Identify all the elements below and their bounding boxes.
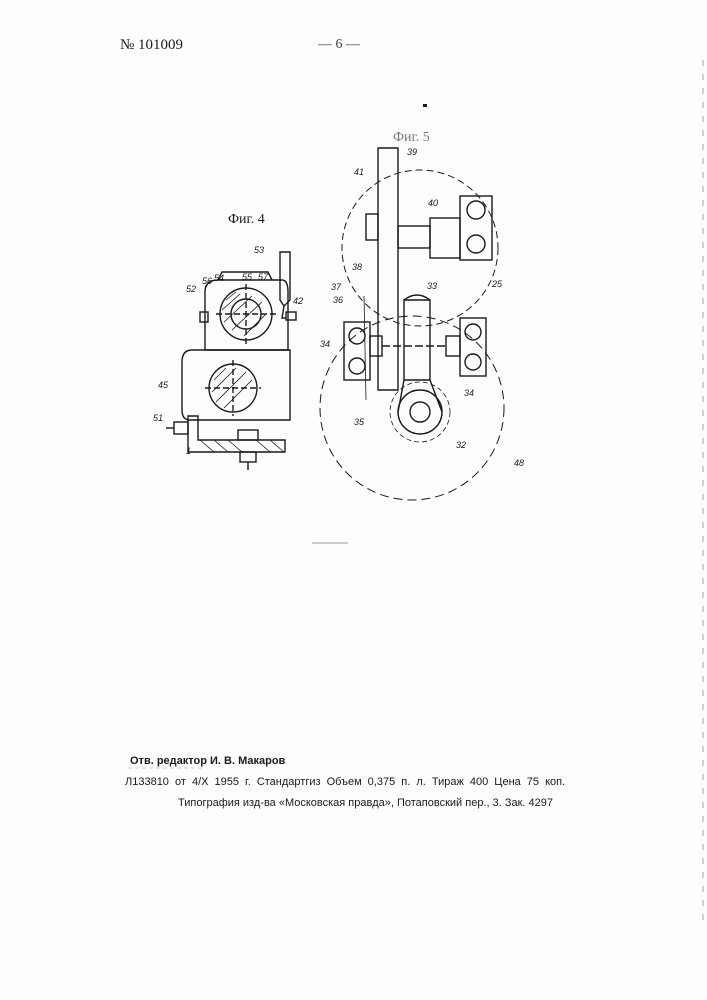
fig5-label-32: 32: [456, 441, 466, 450]
imprint-line: Л133810 от 4/X 1955 г. Стандартгиз Объем…: [125, 777, 565, 788]
fig5-label-39: 39: [407, 148, 417, 157]
fig4-label-55: 55: [242, 273, 252, 282]
fig5-label-38: 38: [352, 263, 362, 272]
fig5-label-34-right: 34: [464, 389, 474, 398]
fig5-label-34-left: 34: [320, 340, 330, 349]
fig4-label-57: 57: [258, 273, 268, 282]
fig5-label-35: 35: [354, 418, 364, 427]
fig5-label-41: 41: [354, 168, 364, 177]
figure-5-drawing: [320, 148, 504, 500]
fig5-label-25: 25: [492, 280, 502, 289]
fig5-label-36: 36: [333, 296, 343, 305]
fig4-label-42: 42: [293, 297, 303, 306]
fig5-label-37: 37: [331, 283, 341, 292]
fig5-label-48: 48: [514, 459, 524, 468]
fig4-label-56: 56: [202, 277, 212, 286]
printer-line: Типография изд-ва «Московская правда», П…: [178, 798, 553, 809]
fig5-label-33: 33: [427, 282, 437, 291]
fig5-label-40: 40: [428, 199, 438, 208]
fig4-label-53: 53: [254, 246, 264, 255]
fig4-label-54: 54: [214, 274, 224, 283]
page-edge-shadow: [702, 60, 704, 920]
fig4-label-45: 45: [158, 381, 168, 390]
fig4-label-51: 51: [153, 414, 163, 423]
editor-line: Отв. редактор И. В. Макаров: [130, 756, 285, 767]
fig4-label-1: 1: [186, 447, 191, 456]
fig4-label-52: 52: [186, 285, 196, 294]
